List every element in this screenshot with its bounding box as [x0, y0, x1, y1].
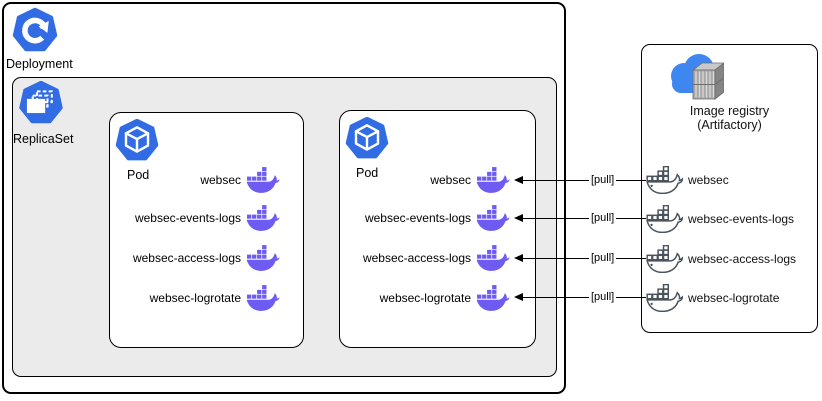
container-row: websec-access-logs: [363, 245, 510, 271]
registry-cloud-icon: [671, 54, 724, 100]
pod-label: Pod: [127, 168, 150, 182]
container-row: websec-events-logs: [135, 205, 280, 231]
container-name: websec-logrotate: [379, 291, 471, 305]
pull-label: [pull]: [589, 211, 617, 225]
container-name: websec-access-logs: [132, 251, 241, 265]
registry-title-line1: Image registry: [689, 104, 770, 118]
replicaset-box: ReplicaSet Pod websec websec: [12, 77, 557, 377]
pod-icon: [115, 119, 159, 161]
image-row: websec-logrotate: [646, 283, 780, 312]
container-name: websec-access-logs: [362, 251, 471, 265]
pod-box-1: Pod websec websec-events-logs websec-acc…: [109, 112, 304, 348]
container-name: websec-events-logs: [364, 211, 471, 225]
image-name: websec-logrotate: [688, 290, 780, 305]
container-name: websec-logrotate: [149, 291, 241, 305]
image-name: websec: [688, 172, 729, 187]
pull-arrow: [pull]: [514, 173, 646, 187]
container-name: websec-events-logs: [134, 211, 241, 225]
container-row: websec-access-logs: [133, 245, 280, 271]
registry-title: Image registry (Artifactory): [642, 104, 817, 132]
docker-container-icon: [246, 285, 280, 311]
docker-container-icon: [476, 245, 510, 271]
container-name: websec: [430, 173, 471, 187]
docker-container-icon: [476, 167, 510, 193]
deployment-label: Deployment: [6, 57, 73, 71]
shipping-container-icon: [691, 62, 724, 100]
docker-container-icon: [246, 245, 280, 271]
deployment-box: Deployment ReplicaSet: [2, 2, 566, 394]
container-row: websec-logrotate: [150, 285, 280, 311]
pod-label: Pod: [356, 166, 379, 180]
arrowhead-icon: [514, 254, 523, 263]
docker-image-icon: [646, 204, 683, 233]
image-name: websec-events-logs: [688, 211, 795, 226]
container-row: websec-events-logs: [365, 205, 510, 231]
pull-arrow: [pull]: [514, 251, 646, 265]
docker-image-icon: [646, 244, 683, 273]
arrowhead-icon: [514, 176, 523, 185]
container-row: websec-logrotate: [380, 285, 510, 311]
pull-label: [pull]: [589, 173, 617, 187]
container-row: websec: [430, 167, 510, 193]
replicaset-label: ReplicaSet: [13, 132, 74, 146]
arrowhead-icon: [514, 293, 523, 302]
docker-container-icon: [476, 285, 510, 311]
container-row: websec: [200, 167, 280, 193]
registry-box: Image registry (Artifactory) websec webs…: [641, 44, 818, 333]
pod-box-2: Pod websec websec-events-logs websec-acc…: [339, 110, 536, 348]
replicaset-icon: [19, 81, 63, 124]
docker-container-icon: [246, 167, 280, 193]
pull-label: [pull]: [589, 251, 617, 265]
pull-label: [pull]: [589, 290, 617, 304]
image-row: websec: [646, 165, 729, 194]
docker-image-icon: [646, 165, 683, 194]
image-name: websec-access-logs: [688, 251, 797, 266]
container-name: websec: [200, 173, 241, 187]
docker-container-icon: [246, 205, 280, 231]
arrowhead-icon: [514, 214, 523, 223]
image-row: websec-events-logs: [646, 204, 795, 233]
docker-image-icon: [646, 283, 683, 312]
pod-icon: [345, 117, 389, 159]
pull-arrow: [pull]: [514, 211, 646, 225]
registry-title-line2: (Artifactory): [697, 117, 762, 132]
deployment-icon: [12, 7, 58, 52]
docker-container-icon: [476, 205, 510, 231]
pull-arrow: [pull]: [514, 290, 646, 304]
image-row: websec-access-logs: [646, 244, 797, 273]
